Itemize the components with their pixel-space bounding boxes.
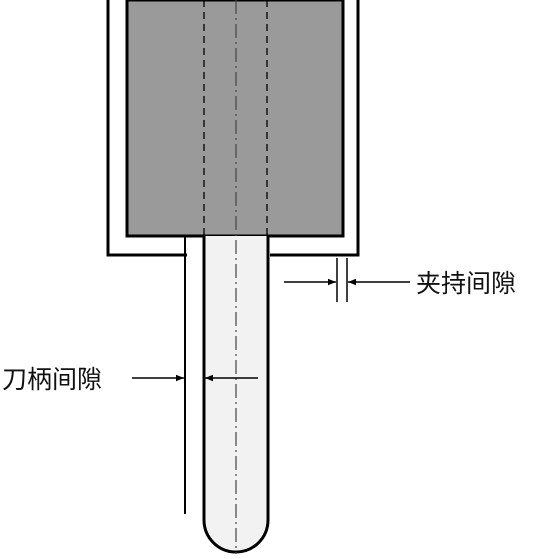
holder-outline bbox=[106, 0, 187, 257]
clamp-body bbox=[125, 0, 345, 238]
clamp-gap-label: 夹持间隙 bbox=[416, 269, 516, 298]
shank-gap-label: 刀柄间隙 bbox=[2, 365, 102, 394]
holder-outline-right bbox=[270, 0, 360, 257]
